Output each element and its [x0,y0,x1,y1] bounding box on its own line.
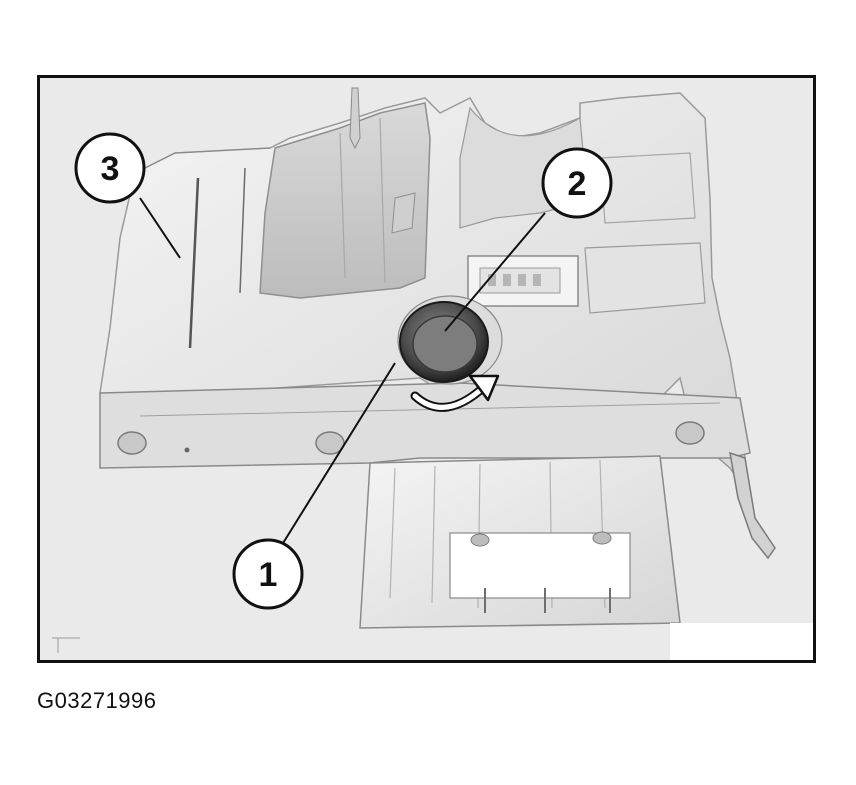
callout-3: 3 [74,132,146,204]
leader-line-2 [444,212,546,332]
leader-line-3 [139,197,181,259]
callout-2-label: 2 [568,165,587,203]
corner-mark [52,637,80,653]
leader-line-1 [279,362,396,549]
mounting-boss-center [315,431,345,455]
callout-1-label: 1 [259,556,278,594]
callout-1: 1 [232,538,304,610]
mounting-boss-right [675,421,705,445]
rotary-fastener [397,295,503,385]
callout-2: 2 [541,147,613,219]
mounting-boss-left [117,431,147,455]
figure-frame: 1 2 3 [37,75,816,663]
lower-tray [359,455,681,629]
illustration: 1 2 3 [40,78,813,660]
figure-id: G03271996 [37,688,157,713]
mounting-flange [99,382,751,469]
side-bracket [729,451,776,560]
rotation-arrow [410,374,500,412]
callout-3-label: 3 [101,150,120,188]
